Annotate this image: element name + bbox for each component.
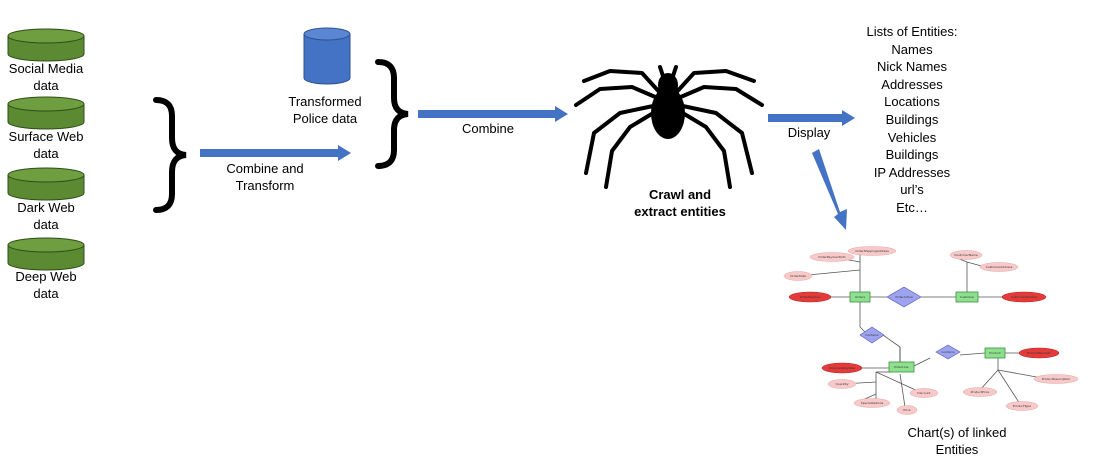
attribute-quantity <box>827 379 857 389</box>
er-label-order-number: OrderNumber <box>800 295 821 299</box>
attribute-special-options <box>853 398 891 408</box>
arrow-combine-transform-icon <box>200 145 351 161</box>
brace-icon-right <box>375 59 409 169</box>
attribute-order-shipping-address <box>847 246 897 256</box>
entity-orders <box>849 291 871 303</box>
attribute-price <box>896 405 918 415</box>
er-label-price: Price <box>903 408 910 412</box>
er-label-discount: Discount <box>917 391 931 395</box>
er-label-contains-2: Contains <box>941 350 955 354</box>
er-label-contains-1: Contains <box>865 333 879 337</box>
er-label-special-options: SpecialOptions <box>861 401 884 405</box>
deep-web-cylinder-icon <box>7 237 85 271</box>
er-label-order-payment-info: OrderPaymentInfo <box>818 255 846 259</box>
arrow-combine-icon <box>418 106 568 122</box>
entity-list-item: Buildings <box>885 111 939 127</box>
er-label-order-active: OrderActive <box>895 295 913 299</box>
attribute-product-price <box>962 387 998 397</box>
er-label-product-type: ProductType <box>1013 404 1031 408</box>
entity-product <box>984 347 1006 359</box>
er-chart: Orders Customer OrderLine Product OrderA… <box>783 246 1079 415</box>
entity-order-line <box>888 361 915 373</box>
police-data-cylinder-icon <box>303 27 351 85</box>
social-media-cylinder-icon <box>7 28 85 62</box>
er-label-product: Product <box>989 351 1001 355</box>
entity-list-item: Vehicles <box>887 129 937 145</box>
entity-list-item: Names <box>891 41 933 57</box>
entity-customer <box>955 291 979 303</box>
er-label-customer-name: CustomerName <box>954 253 978 257</box>
er-label-order-date: OrderDate <box>790 274 806 278</box>
arrow-display-icon <box>768 110 855 126</box>
relationship-order-active <box>886 286 922 308</box>
er-label-quantity: Quantity <box>836 382 849 386</box>
display-label: Display <box>787 125 831 140</box>
combine-label: Combine <box>461 121 515 136</box>
entity-list-item: url’s <box>900 182 924 198</box>
er-label-customer: Customer <box>960 295 975 299</box>
data-source-cylinders <box>7 28 85 271</box>
entity-list-title: Lists of Entities: <box>866 24 958 39</box>
arrow-down-to-chart-icon <box>812 149 847 230</box>
entity-list-item: Etc… <box>896 199 928 215</box>
dark-web-cylinder-icon <box>7 167 85 201</box>
relationship-contains-1 <box>859 326 885 344</box>
er-label-product-description: ProductDescription <box>1042 377 1071 381</box>
er-label-order-line: OrderLine <box>894 365 909 369</box>
attribute-order-payment-info <box>809 252 855 262</box>
er-label-orders: Orders <box>855 295 866 299</box>
attribute-customer-address <box>979 262 1019 272</box>
attribute-product-type <box>1005 401 1039 411</box>
er-label-order-line-number: OrderLineNumber <box>829 366 857 370</box>
relationship-contains-2 <box>935 344 961 360</box>
er-label-customer-number: CustomerNumber <box>1011 295 1038 299</box>
er-label-product-number: ProductNumber <box>1027 351 1051 355</box>
er-label-order-shipping-address: OrderShippingAddress <box>855 249 889 253</box>
er-label-customer-address: CustomerAddress <box>986 265 1013 269</box>
surface-web-cylinder-icon <box>7 96 85 130</box>
entity-list-item: Buildings <box>885 147 939 163</box>
entity-list-item: Addresses <box>881 76 943 92</box>
key-order-number <box>788 291 832 303</box>
brace-icon-left <box>153 97 187 213</box>
attribute-product-description <box>1033 374 1079 384</box>
key-order-line-number <box>821 362 863 374</box>
entity-list-item: IP Addresses <box>873 164 951 180</box>
entity-list: Lists of Entities: Names Nick Names Addr… <box>842 23 982 217</box>
attribute-customer-name <box>949 250 983 260</box>
attribute-discount <box>909 388 939 398</box>
key-product-number <box>1018 347 1060 359</box>
spider-crawler-icon <box>574 65 764 189</box>
er-label-product-price: ProductPrice <box>971 390 990 394</box>
entity-list-item: Nick Names <box>876 59 948 75</box>
key-customer-number <box>1001 291 1047 303</box>
entity-list-item: Locations <box>884 94 940 110</box>
attribute-order-date <box>783 271 813 281</box>
